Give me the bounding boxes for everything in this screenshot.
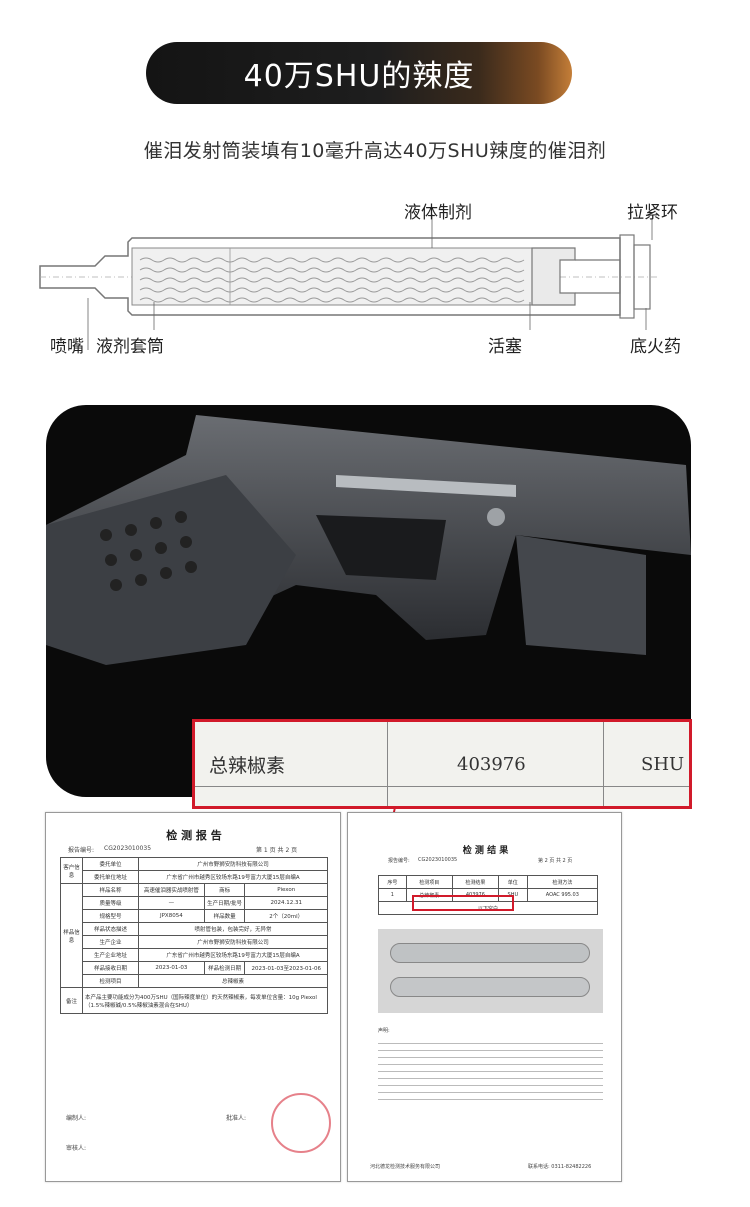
report2-footer-left: 河北德龙检测技术服务有限公司 (370, 1164, 441, 1170)
callout-unit: SHU (641, 753, 685, 775)
sample-cartridges-photo (378, 929, 603, 1013)
cartridge-diagram: 液体制剂 拉紧环 喷嘴 液剂套筒 活塞 底火药 (0, 190, 750, 370)
approver-label: 批准人: (226, 1115, 247, 1122)
launcher-illustration (46, 415, 691, 665)
report2-footer-right: 联系电话: 0311-82482226 (528, 1164, 592, 1170)
report2-title: 检 测 结 果 (462, 846, 509, 856)
official-seal (271, 1093, 331, 1153)
statement-label: 声明: (378, 1028, 390, 1034)
report2-no: CG2023010035 (418, 857, 458, 863)
label-sleeve: 液剂套筒 (96, 337, 164, 357)
callout-value: 403976 (457, 753, 526, 775)
cartridge-cross-section (39, 214, 660, 350)
label-liquid: 液体制剂 (404, 203, 472, 223)
report1-no: CG2023010035 (104, 845, 152, 852)
report2-page: 第 2 页 共 2 页 (538, 858, 573, 864)
subtitle: 催泪发射筒装填有10毫升高达40万SHU辣度的催泪剂 (143, 140, 607, 162)
label-piston: 活塞 (488, 337, 522, 357)
editor-label: 编制人: (66, 1115, 87, 1122)
reviewer-label: 审核人: (66, 1145, 87, 1152)
report1-page: 第 1 页 共 2 页 (256, 847, 298, 854)
label-nozzle: 喷嘴 (50, 337, 84, 357)
test-report-page-1: 检 测 报 告 报告编号: CG2023010035 第 1 页 共 2 页 客… (45, 812, 341, 1182)
callout-item: 总辣椒素 (209, 754, 286, 777)
title-banner: 40万SHU的辣度 (146, 42, 572, 104)
report2-no-label: 报告编号: (388, 858, 410, 864)
capsaicin-callout: 总辣椒素 403976 SHU (192, 719, 692, 809)
report1-title: 检 测 报 告 (166, 829, 222, 842)
test-report-page-2: 检 测 结 果 报告编号: CG2023010035 第 2 页 共 2 页 序… (347, 812, 622, 1182)
banner-title: 40万SHU的辣度 (243, 59, 475, 94)
report1-no-label: 报告编号: (68, 847, 95, 854)
label-primer: 底火药 (630, 337, 681, 357)
result-highlight-box (412, 895, 514, 911)
report2-table: 序号检测项目检测结果单位检测方法 1 总辣椒素 403976 SHU AOAC … (378, 875, 599, 915)
statement-lines (378, 1037, 603, 1106)
report1-table: 客户信息委托单位广州市野狮安防科技有限公司 委托单位地址广东省广州市越秀区较场东… (60, 857, 328, 1014)
label-ring: 拉紧环 (627, 203, 678, 223)
